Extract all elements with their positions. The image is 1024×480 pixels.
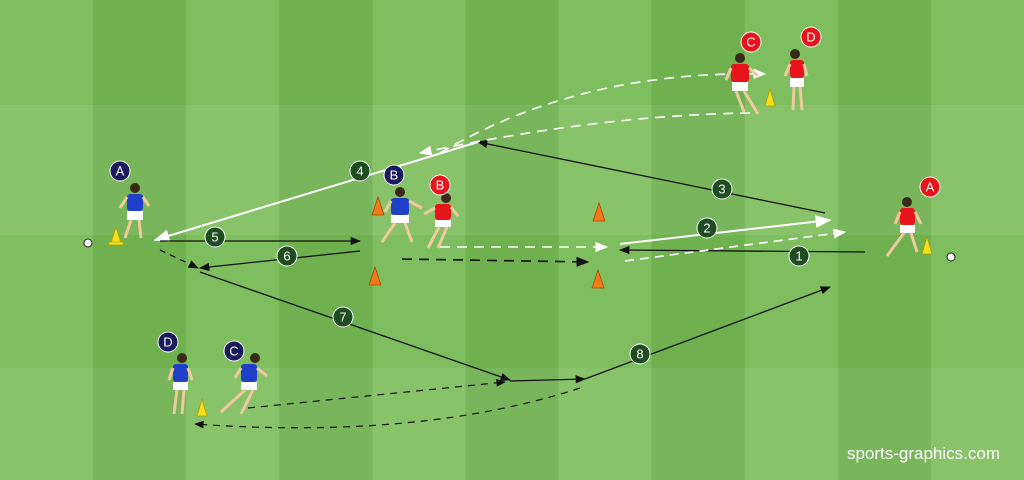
cone-orange bbox=[591, 268, 605, 289]
label-red-c: C bbox=[740, 31, 762, 53]
run-line-top-1 bbox=[418, 112, 751, 156]
pitch-stripe bbox=[93, 0, 187, 480]
step-badge-1: 1 bbox=[788, 245, 810, 267]
step-badge-3: 3 bbox=[711, 178, 733, 200]
player-blue-d bbox=[167, 353, 194, 415]
label-blue-d-text: D bbox=[163, 335, 172, 350]
pass-line-4 bbox=[153, 141, 479, 242]
step-badge-1-text: 1 bbox=[795, 249, 802, 264]
label-blue-b-text: B bbox=[390, 168, 399, 183]
pitch-stripe bbox=[558, 0, 653, 480]
label-red-d: D bbox=[800, 26, 822, 48]
step-badge-6: 6 bbox=[276, 245, 298, 267]
player-red-a bbox=[885, 197, 923, 257]
pass-line-7 bbox=[199, 271, 511, 381]
run-line-5 bbox=[159, 249, 199, 269]
label-red-b: B bbox=[429, 174, 451, 196]
player-red-d bbox=[783, 49, 809, 111]
pitch-stripe bbox=[930, 0, 1024, 480]
step-badge-2-text: 2 bbox=[703, 221, 710, 236]
label-red-b-text: B bbox=[436, 178, 445, 193]
pass-line-8 bbox=[584, 286, 831, 380]
run-line-bottom-2 bbox=[194, 387, 581, 429]
label-blue-a: A bbox=[109, 160, 131, 182]
run-line-bottom-1 bbox=[247, 379, 506, 409]
pass-line-1 bbox=[618, 245, 866, 255]
step-badge-5: 5 bbox=[204, 226, 226, 248]
label-blue-a-text: A bbox=[116, 164, 125, 179]
label-blue-b: B bbox=[383, 164, 405, 186]
player-blue-b bbox=[380, 187, 423, 243]
step-badge-4: 4 bbox=[349, 160, 371, 182]
players bbox=[118, 49, 923, 415]
ball bbox=[83, 238, 93, 248]
label-blue-c: C bbox=[223, 340, 245, 362]
run-line-center-black bbox=[401, 256, 590, 267]
pass-line-2 bbox=[619, 215, 832, 245]
pitch-stripe bbox=[465, 0, 560, 480]
pitch-stripe bbox=[651, 0, 746, 480]
cone-orange bbox=[592, 201, 606, 222]
label-red-a: A bbox=[919, 176, 941, 198]
label-blue-d: D bbox=[157, 331, 179, 353]
pitch-band bbox=[0, 368, 1024, 480]
step-badge-7: 7 bbox=[332, 306, 354, 328]
run-line-top-2 bbox=[439, 68, 767, 154]
pitch-stripe bbox=[837, 0, 932, 480]
player-red-c bbox=[724, 53, 760, 115]
player-labels: A B C D A B C D bbox=[109, 26, 941, 362]
step-badge-2: 2 bbox=[696, 217, 718, 239]
cone-yellow bbox=[921, 235, 933, 255]
watermark: sports-graphics.com bbox=[847, 444, 1000, 463]
cone-orange bbox=[368, 265, 382, 286]
step-badges: 1 2 3 4 5 6 7 8 bbox=[204, 160, 810, 365]
cone-yellow bbox=[764, 87, 776, 107]
balls bbox=[83, 238, 956, 262]
run-line-2 bbox=[624, 228, 847, 262]
step-badge-8: 8 bbox=[629, 343, 651, 365]
cone-orange bbox=[371, 195, 385, 216]
pitch-stripe bbox=[0, 0, 94, 480]
cones bbox=[108, 87, 933, 417]
player-blue-c bbox=[219, 353, 268, 415]
cone-yellow-base bbox=[108, 241, 124, 246]
label-blue-c-text: C bbox=[229, 344, 238, 359]
step-badge-4-text: 4 bbox=[356, 164, 363, 179]
pass-line-3 bbox=[476, 139, 826, 214]
step-badge-3-text: 3 bbox=[718, 182, 725, 197]
pass-lines bbox=[153, 68, 866, 429]
player-blue-a bbox=[118, 183, 151, 239]
ball bbox=[946, 252, 956, 262]
step-badge-8-text: 8 bbox=[636, 347, 643, 362]
cone-yellow bbox=[196, 397, 208, 417]
pass-line-7b bbox=[509, 375, 587, 384]
player-red-b bbox=[423, 193, 460, 249]
label-red-a-text: A bbox=[926, 180, 935, 195]
pitch-stripe bbox=[372, 0, 466, 480]
label-red-c-text: C bbox=[746, 35, 755, 50]
step-badge-5-text: 5 bbox=[211, 230, 218, 245]
step-badge-6-text: 6 bbox=[283, 249, 290, 264]
label-red-d-text: D bbox=[806, 30, 815, 45]
step-badge-7-text: 7 bbox=[339, 310, 346, 325]
pitch-band bbox=[0, 105, 1024, 235]
